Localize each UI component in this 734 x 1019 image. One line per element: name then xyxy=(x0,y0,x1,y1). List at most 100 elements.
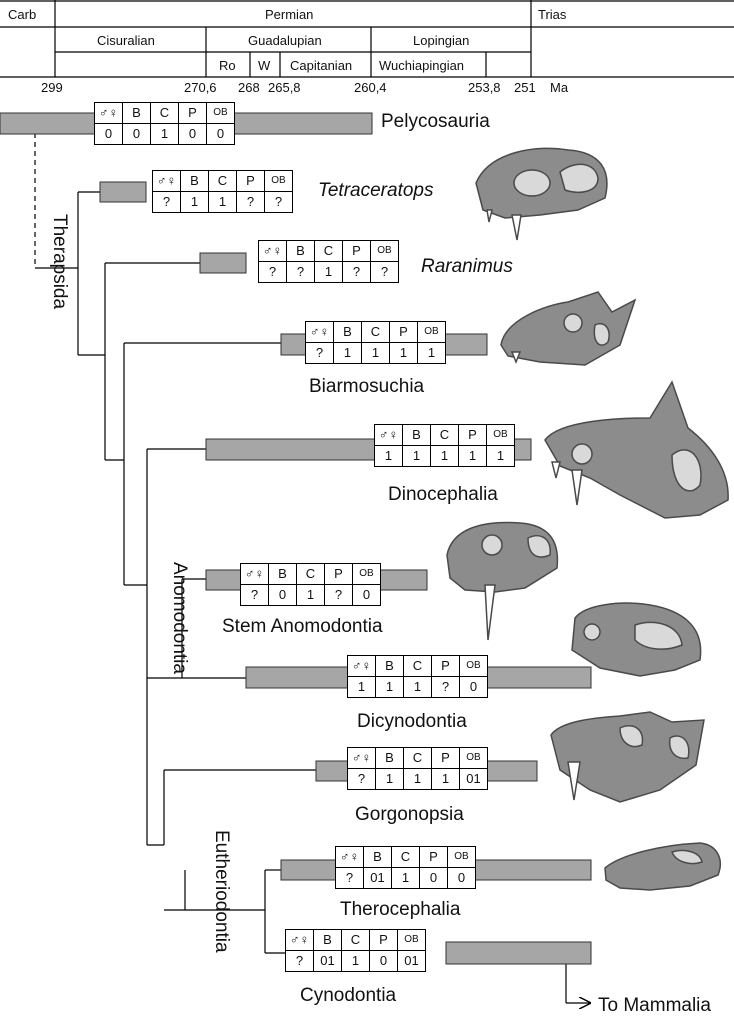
taxon-label-gorgonopsia: Gorgonopsia xyxy=(355,804,464,825)
state-cell: 1 xyxy=(431,768,460,790)
header-b: B xyxy=(180,170,209,192)
header-sex: ♂♀ xyxy=(335,846,364,868)
taxon-label-raranimus: Raranimus xyxy=(421,256,513,277)
header-sex: ♂♀ xyxy=(347,747,376,769)
header-b: B xyxy=(375,655,404,677)
epoch-guadalupian: Guadalupian xyxy=(248,33,322,48)
header-c: C xyxy=(391,846,420,868)
state-cell: ? xyxy=(370,261,399,283)
header-c: C xyxy=(430,424,459,446)
header-p: P xyxy=(178,102,207,124)
header-b: B xyxy=(333,321,362,343)
state-cell: 1 xyxy=(375,768,404,790)
header-c: C xyxy=(208,170,237,192)
header-p: P xyxy=(458,424,487,446)
state-cell: 1 xyxy=(391,867,420,889)
state-cell: 1 xyxy=(361,342,390,364)
taxon-label-biarmosuchia: Biarmosuchia xyxy=(309,376,425,397)
skull-tetraceratops-icon xyxy=(475,147,608,241)
header-sex: ♂♀ xyxy=(94,102,123,124)
state-cell: ? xyxy=(264,191,293,213)
period-trias: Trias xyxy=(538,7,567,22)
to-mammalia-label: To Mammalia xyxy=(598,995,711,1016)
skull-therocephalia-icon xyxy=(604,842,721,891)
clade-label-eutheriodontia: Eutheriodontia xyxy=(211,830,232,953)
age-253-8: 253,8 xyxy=(468,80,501,95)
header-p: P xyxy=(324,563,353,585)
age-unit: Ma xyxy=(550,80,569,95)
state-cell: 01 xyxy=(397,950,426,972)
state-cell: 1 xyxy=(458,445,487,467)
taxon-label-dinocephalia: Dinocephalia xyxy=(388,484,498,505)
state-cell: 01 xyxy=(459,768,488,790)
stage-w: W xyxy=(258,58,271,73)
header-b: B xyxy=(375,747,404,769)
epoch-lopingian: Lopingian xyxy=(413,33,470,48)
age-299: 299 xyxy=(41,80,63,95)
skull-biarmosuchia-icon xyxy=(500,291,637,366)
skull-dinocephalia-icon xyxy=(544,380,729,519)
clade-label-therapsida: Therapsida xyxy=(49,214,70,310)
state-cell: 01 xyxy=(363,867,392,889)
header-ob: OB xyxy=(447,846,476,868)
age-265-8: 265,8 xyxy=(268,80,301,95)
header-p: P xyxy=(419,846,448,868)
state-cell: 1 xyxy=(403,768,432,790)
stage-ro: Ro xyxy=(219,58,236,73)
stage-wuchiapingian: Wuchiapingian xyxy=(379,58,465,73)
header-sex: ♂♀ xyxy=(152,170,181,192)
state-cell: 0 xyxy=(447,867,476,889)
state-cell: 0 xyxy=(206,123,235,145)
header-sex: ♂♀ xyxy=(305,321,334,343)
header-ob: OB xyxy=(370,240,399,262)
header-sex: ♂♀ xyxy=(285,929,314,951)
state-cell: 0 xyxy=(352,584,381,606)
state-cell: ? xyxy=(305,342,334,364)
state-cell: 0 xyxy=(419,867,448,889)
header-ob: OB xyxy=(352,563,381,585)
header-ob: OB xyxy=(206,102,235,124)
header-p: P xyxy=(342,240,371,262)
state-cell: ? xyxy=(347,768,376,790)
taxon-label-therocephalia: Therocephalia xyxy=(340,899,461,920)
state-cell: 1 xyxy=(374,445,403,467)
header-ob: OB xyxy=(264,170,293,192)
state-cell: 1 xyxy=(417,342,446,364)
header-p: P xyxy=(369,929,398,951)
header-sex: ♂♀ xyxy=(258,240,287,262)
header-p: P xyxy=(389,321,418,343)
taxon-label-pelycosauria: Pelycosauria xyxy=(381,111,490,132)
state-cell: 1 xyxy=(180,191,209,213)
header-sex: ♂♀ xyxy=(374,424,403,446)
state-cell: 1 xyxy=(430,445,459,467)
header-c: C xyxy=(296,563,325,585)
age-268: 268 xyxy=(238,80,260,95)
header-c: C xyxy=(403,747,432,769)
header-c: C xyxy=(341,929,370,951)
header-ob: OB xyxy=(417,321,446,343)
state-cell: 0 xyxy=(268,584,297,606)
state-cell: ? xyxy=(152,191,181,213)
state-cell: 01 xyxy=(313,950,342,972)
header-b: B xyxy=(286,240,315,262)
taxon-label-stem-anomodontia: Stem Anomodontia xyxy=(222,616,383,637)
header-c: C xyxy=(150,102,179,124)
taxon-label-tetraceratops: Tetraceratops xyxy=(318,180,434,201)
state-cell: 1 xyxy=(333,342,362,364)
header-b: B xyxy=(268,563,297,585)
state-cell: 1 xyxy=(208,191,237,213)
header-c: C xyxy=(403,655,432,677)
header-b: B xyxy=(402,424,431,446)
header-p: P xyxy=(431,655,460,677)
state-cell: 1 xyxy=(403,676,432,698)
taxon-label-dicynodontia: Dicynodontia xyxy=(357,711,467,732)
epoch-cisuralian: Cisuralian xyxy=(97,33,155,48)
